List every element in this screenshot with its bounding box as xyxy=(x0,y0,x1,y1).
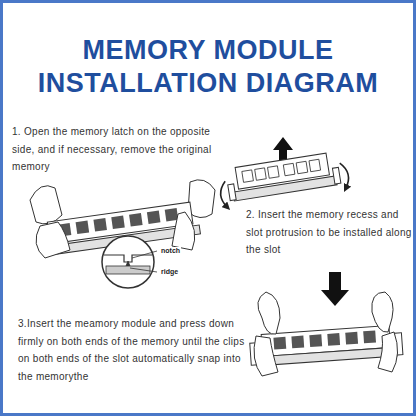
step-text: 2. Insert the memory recess and slot pro… xyxy=(246,206,412,259)
part-label: ridge xyxy=(160,268,179,276)
part-label: notch xyxy=(160,247,181,255)
diagram-title: MEMORY MODULE INSTALLATION DIAGRAM xyxy=(0,34,416,100)
step-text: 1. Open the memory latch on the opposite… xyxy=(12,123,234,176)
step-text: 3.Insert the meamory module and press do… xyxy=(18,315,246,385)
remove-module-figure xyxy=(217,137,350,208)
press-module-figure xyxy=(249,272,403,376)
insert-module-figure xyxy=(30,180,215,288)
